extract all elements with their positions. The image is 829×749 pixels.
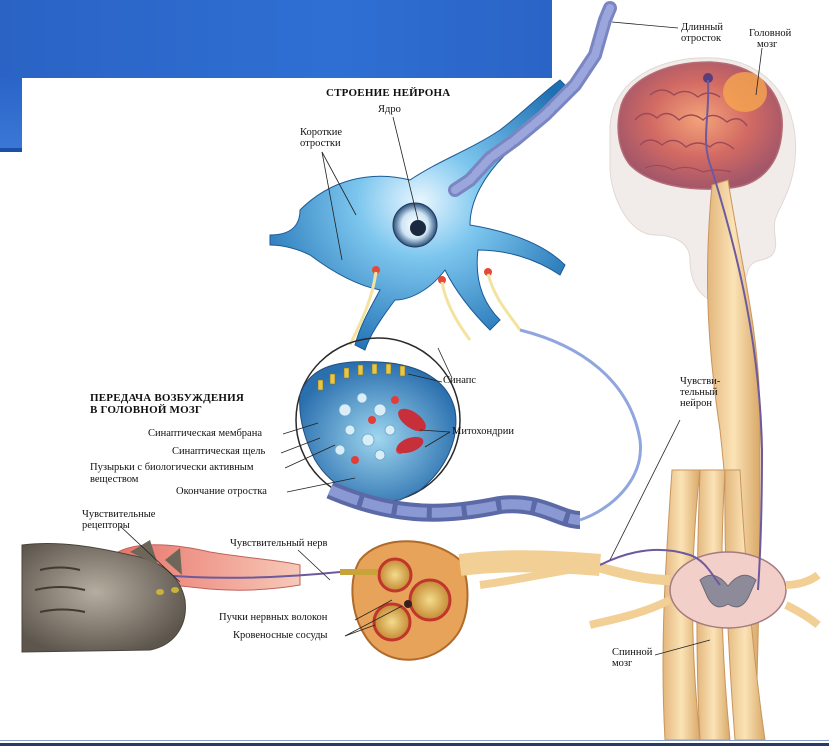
label-sensory-neuron-2: тельный — [680, 387, 718, 398]
label-mitochondria: Митохондрии — [452, 426, 514, 437]
label-long-process-1: Длинный — [681, 22, 723, 33]
cat-illustration — [21, 540, 186, 653]
transmission-title-2: В ГОЛОВНОЙ МОЗГ — [90, 404, 203, 416]
transmission-title-1: ПЕРЕДАЧА ВОЗБУЖДЕНИЯ — [90, 392, 245, 404]
neuron-cell — [269, 1, 617, 351]
bottom-divider-light — [0, 740, 829, 741]
label-synapse: Синапс — [443, 375, 477, 386]
connecting-axon — [519, 328, 642, 522]
nerve-bundle — [340, 540, 601, 661]
label-synaptic-membrane: Синаптическая мембрана — [148, 428, 262, 439]
label-short-processes-2: отростки — [300, 138, 341, 149]
label-vesicles-2: веществом — [90, 474, 139, 485]
label-vesicles-1: Пузырьки с биологически активным — [90, 462, 254, 473]
synapse-magnification — [295, 337, 581, 529]
label-spinal-cord-1: Спинной — [612, 647, 653, 658]
label-sensory-receptors-1: Чувствительные — [82, 509, 156, 520]
ascending-axon — [704, 79, 764, 591]
label-sensory-neuron-3: нейрон — [680, 398, 713, 409]
label-brain-2: мозг — [757, 39, 778, 50]
leader-lines — [119, 21, 763, 656]
label-process-ending: Окончание отростка — [176, 486, 267, 497]
label-sensory-receptors-2: рецепторы — [82, 520, 130, 531]
spinal-cord-tracts — [588, 179, 821, 741]
label-nucleus: Ядро — [378, 104, 401, 115]
label-long-process-2: отросток — [681, 33, 722, 44]
head-silhouette — [609, 57, 797, 301]
label-brain-1: Головной — [749, 28, 792, 39]
label-short-processes-1: Короткие — [300, 127, 343, 138]
banner-side-strip — [0, 78, 22, 150]
title-banner — [0, 0, 552, 78]
label-nerve-fiber-bundles: Пучки нервных волокон — [219, 612, 328, 623]
banner-side-line — [0, 148, 22, 152]
label-sensory-nerve: Чувствительный нерв — [230, 538, 328, 549]
bottom-divider — [0, 743, 829, 746]
label-sensory-neuron-1: Чувстви- — [680, 376, 721, 387]
structure-title: СТРОЕНИЕ НЕЙРОНА — [326, 87, 451, 99]
label-spinal-cord-2: мозг — [612, 658, 633, 669]
sensory-neuron-fiber — [599, 548, 721, 586]
label-blood-vessels: Кровеносные сосуды — [233, 630, 328, 641]
label-synaptic-cleft: Синаптическая щель — [172, 446, 266, 457]
